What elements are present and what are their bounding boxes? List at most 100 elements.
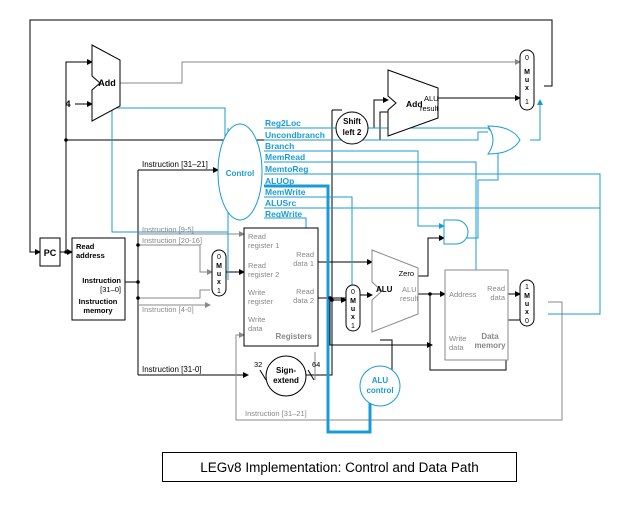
dmem-read-1: Read <box>487 284 505 293</box>
rf-name: Registers <box>276 332 313 341</box>
const-four: 4 <box>65 99 70 109</box>
reg2loc-mux-u: u <box>217 271 221 278</box>
rf-rr1-a: Read <box>248 232 266 241</box>
signal-regwrite: RegWrite <box>265 209 302 219</box>
pc-mux-0: 0 <box>525 55 529 62</box>
instr-20-16: Instruction [20-16] <box>142 236 202 245</box>
sign-extend-line2: extend <box>273 376 299 385</box>
or-gate <box>487 125 521 155</box>
alu-control-line2: control <box>366 386 393 395</box>
datapath-wires <box>29 19 563 421</box>
memtoreg-mux <box>519 279 535 327</box>
rf-rr2-a: Read <box>248 261 266 270</box>
memtoreg-mux-0: 0 <box>525 318 529 325</box>
main-alu <box>371 249 419 333</box>
sign-extend-line1: Sign- <box>276 366 296 375</box>
signal-memwrite: MemWrite <box>265 187 306 197</box>
out-bus-slash <box>307 369 315 381</box>
alusrc-mux <box>345 284 361 332</box>
shift-left-line2: left 2 <box>343 128 362 137</box>
pc-mux-u: u <box>525 77 529 84</box>
branch-adder-alu: ALU <box>424 94 439 103</box>
reg2loc-mux-m: M <box>216 263 222 270</box>
alusrc-mux-0: 0 <box>351 289 355 296</box>
instr-31-0: Instruction [31-0] <box>142 365 202 374</box>
signal-memtoreg: MemtoReg <box>265 164 308 174</box>
rf-rr2-b: register 2 <box>248 270 279 279</box>
signal-aluop: ALUOp <box>265 176 294 186</box>
alu-control-unit <box>359 365 401 407</box>
add-top-label: Add <box>98 78 116 88</box>
memtoreg-mux-m: M <box>524 293 530 300</box>
memtoreg-mux-u: u <box>525 301 529 308</box>
instruction-memory <box>71 237 126 321</box>
memtoreg-mux-x: x <box>525 309 529 316</box>
rf-rd2-b: data 2 <box>293 296 314 305</box>
signal-memread: MemRead <box>265 152 305 162</box>
dmem-read-2: data <box>490 293 505 302</box>
instr-31-21-control: Instruction [31–21] <box>142 160 208 169</box>
dmem-name-1: Data <box>481 332 499 341</box>
alu-name: ALU <box>376 285 393 294</box>
alu-control-line1: ALU <box>372 376 389 385</box>
instr-31-21-aluctl: Instruction [31–21] <box>245 409 307 418</box>
branch-adder <box>387 69 439 137</box>
imem-name-1: Instruction <box>79 297 118 306</box>
dmem-address: Address <box>449 290 477 299</box>
signal-uncondbranch: Uncondbranch <box>265 130 325 140</box>
imem-read-2: address <box>76 251 105 260</box>
imem-read-1: Read <box>76 242 95 251</box>
branch-adder-result: result <box>420 104 439 113</box>
rf-rd1-b: data 1 <box>293 259 314 268</box>
add-top-adder <box>91 44 121 122</box>
reg2loc-mux-0: 0 <box>217 254 221 261</box>
signal-reg2loc: Reg2Loc <box>265 118 301 128</box>
sign-extend <box>265 355 307 397</box>
alu-alu2: ALU <box>402 285 417 294</box>
alu-result: result <box>400 294 419 303</box>
signal-branch: Branch <box>265 141 294 151</box>
alusrc-mux-m: M <box>350 298 356 305</box>
control-label: Control <box>226 169 254 178</box>
pc-mux-m: M <box>524 69 530 76</box>
instr-9-5: Instruction [9-5] <box>142 225 194 234</box>
imem-instr-2: [31–0] <box>100 285 121 294</box>
control-signal-labels: Reg2Loc Uncondbranch Branch MemRead Memt… <box>265 118 325 219</box>
sign-extend-out-bits: 64 <box>312 360 320 369</box>
reg2loc-mux-x: x <box>217 279 221 286</box>
aluop-bus <box>264 184 372 434</box>
rf-rd2-a: Read <box>296 287 314 296</box>
imem-instr-1: Instruction <box>82 276 121 285</box>
pc-src-mux <box>519 49 535 111</box>
register-file-ports: Read register 1 Read register 2 Write re… <box>248 232 314 341</box>
pc-register <box>39 237 61 267</box>
data-memory <box>444 269 509 361</box>
memtoreg-mux-1: 1 <box>525 284 529 291</box>
pc-mux-1: 1 <box>525 99 529 106</box>
rf-wd-b: data <box>248 324 263 333</box>
instr-4-0: Instruction [4-0] <box>142 305 194 314</box>
shift-left-line1: Shift <box>343 117 361 126</box>
rf-rr1-b: register 1 <box>248 241 279 250</box>
alu-zero: Zero <box>399 269 414 278</box>
imem-name-2: memory <box>83 306 113 315</box>
reg2loc-mux-1: 1 <box>217 288 221 295</box>
rf-rd1-a: Read <box>296 250 314 259</box>
pc-label: PC <box>44 248 57 258</box>
rf-wr-b: register <box>248 297 274 306</box>
in-bus-slash <box>259 369 267 381</box>
dmem-name-2: memory <box>474 341 506 350</box>
rf-wd-a: Write <box>248 315 265 324</box>
rf-wr-a: Write <box>248 288 265 297</box>
register-file <box>243 227 319 347</box>
and-gate <box>443 219 469 245</box>
sign-extend-in-bits: 32 <box>254 360 262 369</box>
junction-dots <box>64 138 432 302</box>
reg2loc-mux <box>211 249 227 297</box>
alusrc-mux-x: x <box>351 314 355 321</box>
shift-left-2 <box>335 111 369 145</box>
dmem-write-2: data <box>449 343 464 352</box>
alusrc-mux-u: u <box>351 306 355 313</box>
pc-mux-x: x <box>525 85 529 92</box>
